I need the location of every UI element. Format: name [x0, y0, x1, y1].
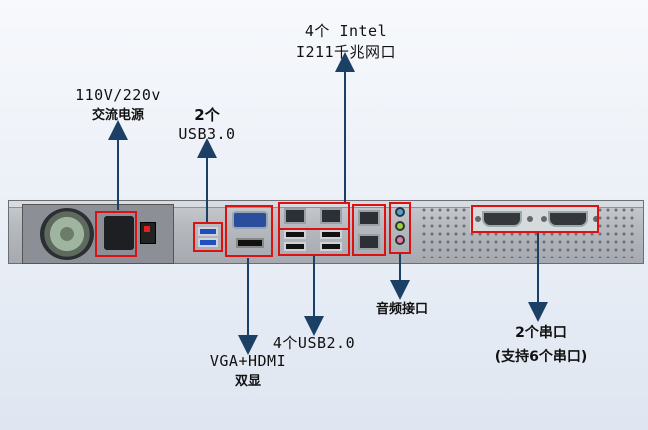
lan-port: [284, 208, 306, 224]
audio-mic-jack: [395, 235, 405, 245]
lan-highlight-box-2: [352, 204, 386, 256]
vga-hdmi-highlight-box: [225, 205, 273, 257]
lan-label: 4个 Intel I211千兆网口: [284, 20, 408, 62]
power-label-line1: 110V/220v: [75, 86, 161, 104]
lan-port: [358, 234, 380, 250]
lan-label-line1: 4个 Intel: [304, 22, 388, 40]
serial-label-line2: (支持6个串口): [494, 349, 588, 365]
usb2-port: [284, 230, 306, 239]
usb2-port: [284, 242, 306, 251]
usb3-label: 2个 USB3.0: [170, 104, 244, 143]
serial-label-line1: 2个串口: [515, 325, 567, 341]
audio-label: 音频接口: [362, 298, 442, 317]
panel-lip: [9, 201, 643, 208]
usb2-port: [320, 242, 342, 251]
serial-label: 2个串口 (支持6个串口): [476, 322, 606, 366]
usb3-label-line2: USB3.0: [178, 125, 236, 143]
serial-port: [548, 211, 588, 227]
audio-line-out-jack: [395, 221, 405, 231]
usb2-label: 4个USB2.0: [258, 332, 370, 353]
serial-highlight-box: [471, 205, 599, 233]
usb3-port: [198, 227, 218, 236]
vga-label-line1: VGA+HDMI: [209, 352, 287, 370]
power-socket: [104, 216, 134, 250]
usb2-port: [320, 230, 342, 239]
usb3-port: [198, 238, 218, 247]
screw: [541, 216, 547, 222]
lan-port: [320, 208, 342, 224]
power-label-line2: 交流电源: [91, 108, 144, 123]
usb3-label-line1: 2个: [194, 106, 220, 124]
lan-port: [358, 210, 380, 226]
usb2-label-line1: 4个USB2.0: [272, 334, 356, 352]
audio-label-line1: 音频接口: [375, 302, 428, 317]
fan-icon: [40, 208, 94, 260]
hdmi-port: [236, 238, 264, 248]
usb3-highlight-box: [193, 222, 223, 252]
power-highlight-box: [95, 211, 137, 257]
usb2-highlight-box: [278, 228, 350, 256]
audio-line-in-jack: [395, 207, 405, 217]
vga-port: [232, 211, 268, 229]
screw: [527, 216, 533, 222]
power-label: 110V/220v 交流电源: [68, 86, 168, 123]
power-switch: [140, 222, 156, 244]
lan-label-line2: I211千兆网口: [295, 43, 397, 61]
serial-port: [482, 211, 522, 227]
vga-label: VGA+HDMI 双显: [200, 352, 296, 389]
screw: [475, 216, 481, 222]
audio-highlight-box: [389, 202, 411, 254]
screw: [593, 216, 599, 222]
vga-label-line2: 双显: [234, 374, 261, 389]
